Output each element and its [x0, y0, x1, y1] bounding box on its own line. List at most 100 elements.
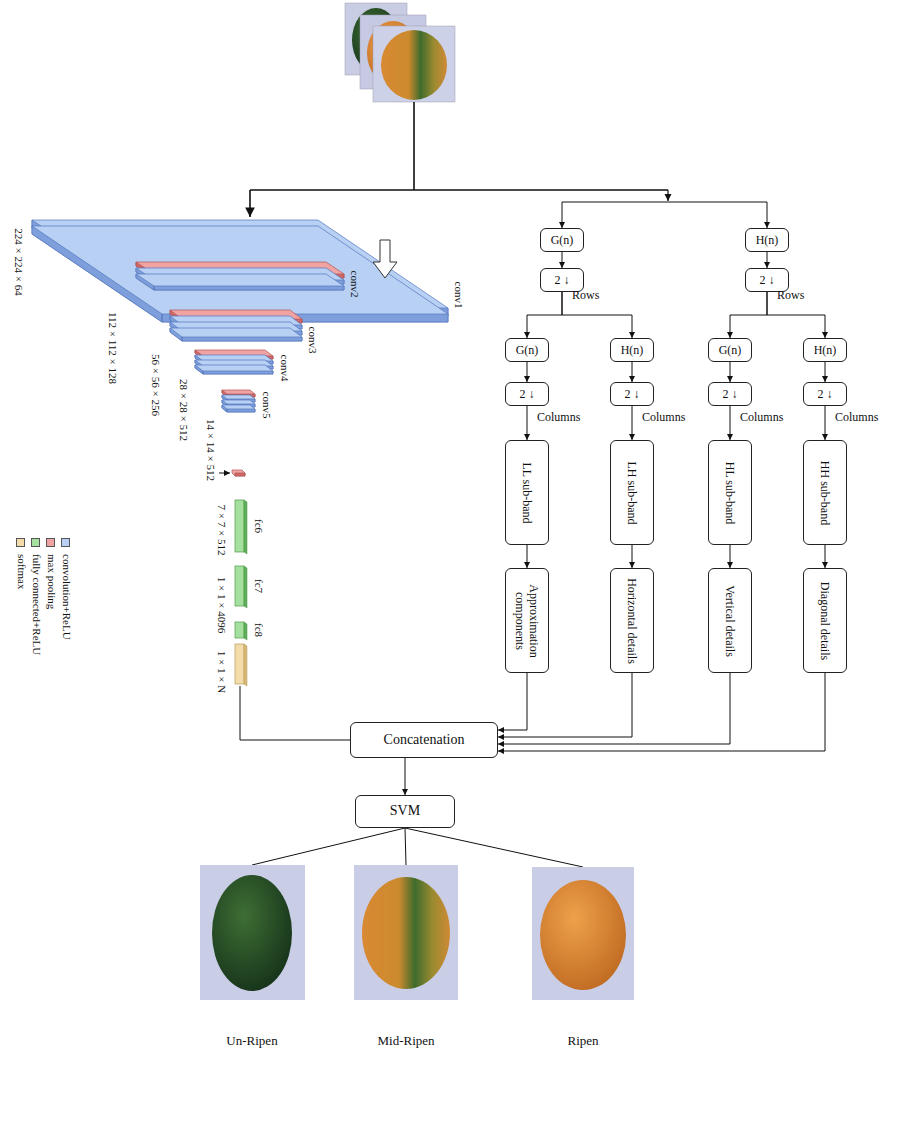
- conv-layer-side: [222, 405, 255, 412]
- connector-arrow: [527, 362, 528, 382]
- downsample-box: 2 ↓: [708, 382, 752, 406]
- subband-box: HL sub-band: [708, 440, 752, 545]
- legend-swatch: [46, 538, 55, 547]
- connector-arrow: [767, 252, 768, 268]
- legend-text: fully connected+ReLU: [30, 554, 43, 655]
- connector-arrow: [825, 406, 826, 440]
- connector-arrow: [632, 406, 633, 440]
- node-text: 2 ↓: [818, 387, 833, 401]
- layer-label: fc7: [251, 579, 264, 593]
- result-line: [252, 828, 583, 867]
- step-label: Rows: [572, 288, 599, 302]
- rotated-text-wrap: LH sub-band: [625, 461, 639, 524]
- node-text: LL sub-band: [520, 462, 534, 523]
- input-arrow: [667, 190, 668, 201]
- legend-text: max pooling: [45, 554, 58, 609]
- conv-layer-side: [195, 365, 273, 374]
- input-arrow: [767, 202, 768, 228]
- layer-label: conv5: [259, 392, 272, 419]
- step-label: Columns: [537, 410, 580, 424]
- connector-arrow: [527, 545, 528, 568]
- rotated-text-wrap: Approximation components: [513, 574, 542, 667]
- class-label: Un-Ripen: [226, 1033, 277, 1049]
- node-text: HH sub-band: [818, 460, 832, 524]
- subband-box: LL sub-band: [505, 440, 549, 545]
- softmax-layer-side: [244, 644, 247, 686]
- layer-label: conv3: [305, 327, 318, 354]
- hollow-arrow: [373, 240, 397, 278]
- photo-frame: [373, 26, 455, 102]
- conv-layer-side: [32, 226, 448, 322]
- output-box: Approximation components: [505, 568, 549, 673]
- fc-layer-side: [244, 500, 247, 554]
- connector-arrow: [825, 362, 826, 382]
- rotated-text-wrap: Diagonal details: [818, 581, 832, 659]
- filter-box: H(n): [803, 338, 847, 362]
- node-text: 2 ↓: [555, 273, 570, 287]
- rotated-text-wrap: Horizontal details: [625, 578, 639, 664]
- downsample-box: 2 ↓: [803, 382, 847, 406]
- connector-arrow: [632, 545, 633, 568]
- connector-arrow: [730, 292, 767, 338]
- node-text: H(n): [621, 343, 644, 357]
- node-text: H(n): [756, 233, 779, 247]
- input-line: [562, 202, 767, 203]
- layer-label: conv1: [451, 282, 464, 309]
- layer-label: conv4: [277, 355, 290, 382]
- pool-layer: [232, 470, 245, 476]
- papaya-midripe: [381, 30, 447, 100]
- connector-arrow: [498, 673, 632, 737]
- layer-label: conv2: [347, 271, 360, 298]
- dimension-label: 7 × 7 × 512: [214, 505, 227, 556]
- node-text: SVM: [390, 803, 420, 820]
- legend-swatch: [16, 538, 25, 547]
- filter-box: G(n): [505, 338, 549, 362]
- papaya-unripe: [212, 875, 292, 991]
- classifier-box: SVM: [355, 795, 455, 828]
- rotated-text-wrap: HL sub-band: [723, 461, 737, 524]
- node-text: Horizontal details: [625, 578, 639, 664]
- node-text: Vertical details: [723, 585, 737, 657]
- pool-layer-side: [235, 473, 245, 476]
- subband-box: LH sub-band: [610, 440, 654, 545]
- layer-label: fc8: [251, 623, 264, 637]
- step-label: Columns: [740, 410, 783, 424]
- connector-arrow: [730, 362, 731, 382]
- class-label: Ripen: [567, 1033, 598, 1049]
- connector-arrow: [527, 406, 528, 440]
- feature-line: [240, 686, 350, 740]
- connector-arrow: [498, 673, 730, 744]
- node-text: 2 ↓: [760, 273, 775, 287]
- downsample-box: 2 ↓: [610, 382, 654, 406]
- softmax-layer: [235, 644, 244, 684]
- input-arrow: [249, 190, 251, 217]
- node-text: Concatenation: [384, 732, 465, 749]
- filter-box: G(n): [540, 228, 584, 252]
- connector-arrow: [632, 362, 633, 382]
- conv-layer: [222, 405, 255, 412]
- output-box: Vertical details: [708, 568, 752, 673]
- fc-layer-side: [244, 566, 247, 608]
- legend-swatch: [31, 538, 40, 547]
- filter-box: G(n): [708, 338, 752, 362]
- node-text: LH sub-band: [625, 461, 639, 524]
- node-text: G(n): [516, 343, 539, 357]
- legend-text: convolution+ReLU: [60, 554, 73, 640]
- rotated-text-wrap: Vertical details: [723, 585, 737, 657]
- node-text: 2 ↓: [520, 387, 535, 401]
- subband-box: HH sub-band: [803, 440, 847, 545]
- node-text: Approximation components: [513, 574, 542, 667]
- photo-frame: [532, 867, 634, 1000]
- step-label: Rows: [777, 288, 804, 302]
- dimension-label: 112 × 112 × 128: [105, 312, 118, 384]
- fc-layer-side: [244, 622, 247, 640]
- fc-layer: [235, 500, 244, 552]
- connector-arrow: [498, 673, 527, 730]
- conv-layer: [170, 328, 302, 341]
- filter-box: H(n): [745, 228, 789, 252]
- connector-arrow: [405, 758, 406, 795]
- dimension-label: 14 × 14 × 512: [203, 419, 216, 481]
- conv-layer: [32, 226, 448, 322]
